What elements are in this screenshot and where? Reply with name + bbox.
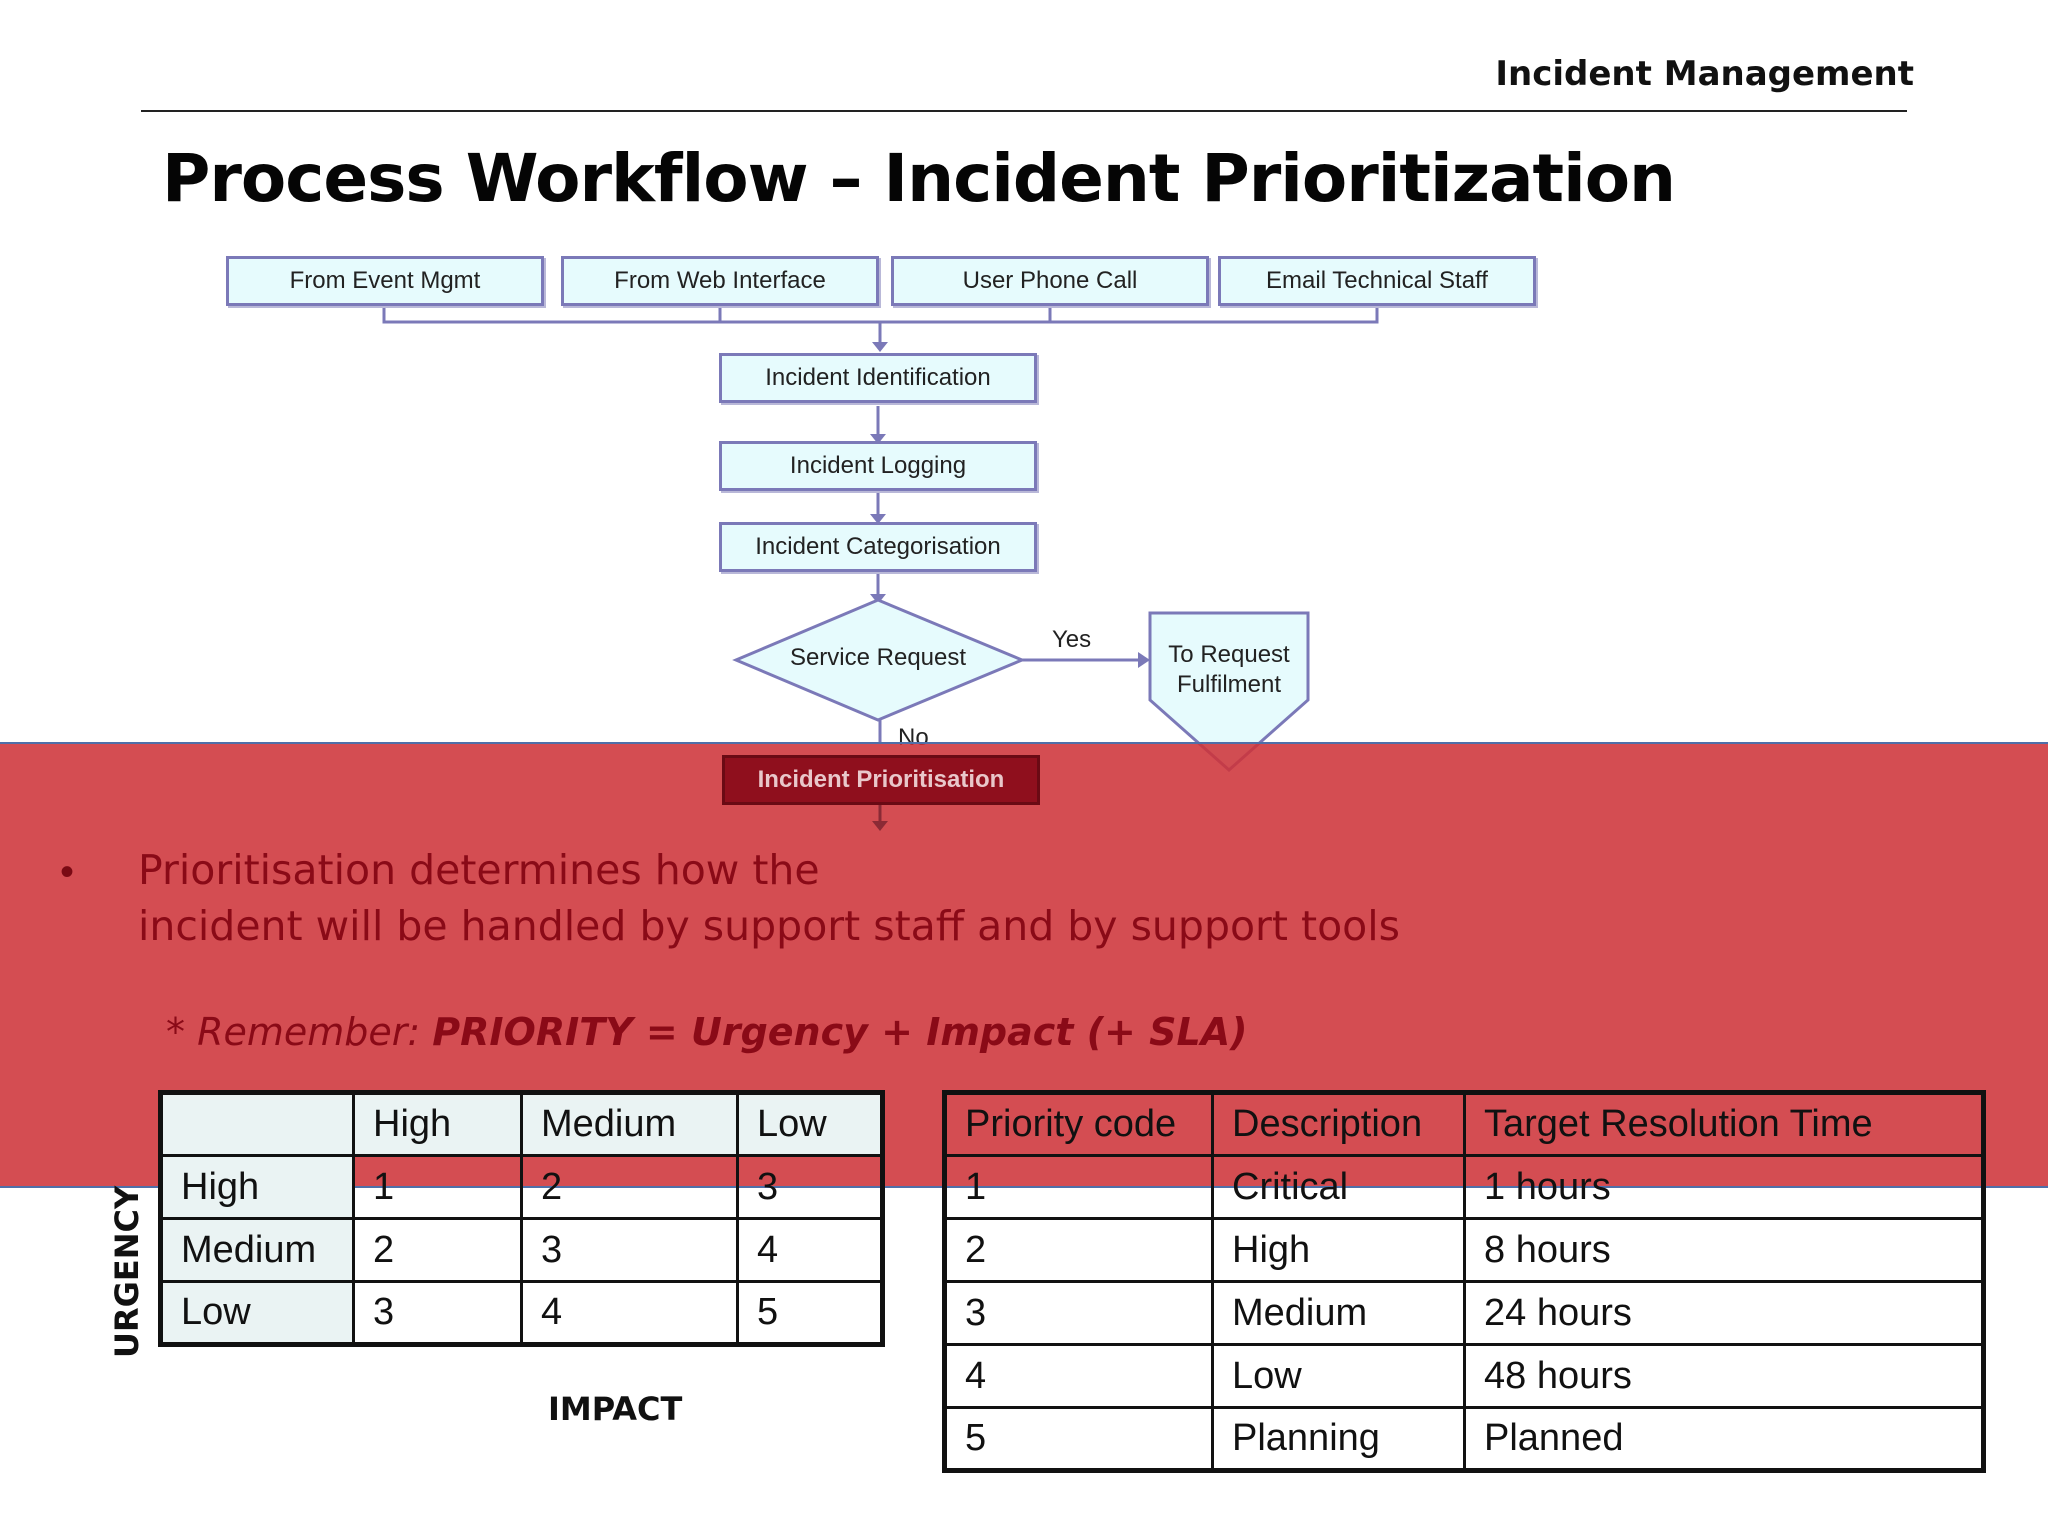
urgency-axis-label: URGENCY <box>108 1185 146 1358</box>
step-incident-identification: Incident Identification <box>719 353 1037 403</box>
matrix-cell: 1 <box>352 1154 523 1220</box>
priority-code: 5 <box>943 1406 1214 1472</box>
remember-prefix: * Remember: <box>166 1010 433 1054</box>
bullet-text: Prioritisation determines how the incide… <box>138 842 1400 954</box>
matrix-header-low: Low <box>736 1091 884 1157</box>
matrix-row-label: Low <box>159 1280 355 1346</box>
matrix-cell: 3 <box>736 1154 884 1220</box>
arrowhead-yes <box>1138 652 1150 668</box>
priority-header-code: Priority code <box>943 1091 1214 1157</box>
priority-code-table: Priority code Description Target Resolut… <box>942 1090 1986 1473</box>
matrix-cell: 3 <box>352 1280 523 1346</box>
priority-row: 1 Critical 1 hours <box>943 1154 1985 1220</box>
priority-row: 2 High 8 hours <box>943 1217 1985 1283</box>
step-incident-prioritisation: Incident Prioritisation <box>722 755 1040 805</box>
offpage-connector-line-1: To Request <box>1168 641 1290 668</box>
priority-header-resolution: Target Resolution Time <box>1463 1091 1985 1157</box>
matrix-header-high: High <box>352 1091 523 1157</box>
priority-row: 3 Medium 24 hours <box>943 1280 1985 1346</box>
priority-resolution-time: 1 hours <box>1463 1154 1985 1220</box>
impact-axis-label: IMPACT <box>548 1390 683 1428</box>
offpage-connector-label: To Request Fulfilment <box>1152 640 1306 700</box>
arrowhead-logging <box>870 434 886 444</box>
priority-description: Low <box>1211 1343 1466 1409</box>
source-email-technical-staff: Email Technical Staff <box>1218 256 1536 306</box>
matrix-header-row: High Medium Low <box>159 1091 884 1157</box>
decision-diamond <box>732 598 1026 722</box>
offpage-connector-shape <box>1148 611 1310 773</box>
priority-resolution-time: 48 hours <box>1463 1343 1985 1409</box>
source-event-mgmt: From Event Mgmt <box>226 256 544 306</box>
matrix-row: Low 3 4 5 <box>159 1280 884 1346</box>
bullet-marker: • <box>60 850 75 894</box>
slide-title: Process Workflow – Incident Prioritizati… <box>162 140 1676 217</box>
header-divider <box>141 110 1907 112</box>
source-user-phone-call: User Phone Call <box>891 256 1209 306</box>
bullet-line-2: incident will be handled by support staf… <box>138 902 1401 950</box>
priority-code: 4 <box>943 1343 1214 1409</box>
priority-code: 2 <box>943 1217 1214 1283</box>
matrix-row-label: Medium <box>159 1217 355 1283</box>
step-incident-categorisation: Incident Categorisation <box>719 522 1037 572</box>
priority-resolution-time: Planned <box>1463 1406 1985 1472</box>
matrix-row: Medium 2 3 4 <box>159 1217 884 1283</box>
matrix-row: High 1 2 3 <box>159 1154 884 1220</box>
matrix-header-medium: Medium <box>520 1091 739 1157</box>
priority-header-row: Priority code Description Target Resolut… <box>943 1091 1985 1157</box>
priority-description: Critical <box>1211 1154 1466 1220</box>
priority-code: 1 <box>943 1154 1214 1220</box>
source-web-interface: From Web Interface <box>561 256 879 306</box>
priority-header-description: Description <box>1211 1091 1466 1157</box>
priority-resolution-time: 24 hours <box>1463 1280 1985 1346</box>
matrix-cell: 2 <box>352 1217 523 1283</box>
section-header: Incident Management <box>1495 54 1914 94</box>
matrix-cell: 3 <box>520 1217 739 1283</box>
arrow-from-prioritisation <box>872 805 888 831</box>
arrowhead-identification <box>872 342 888 352</box>
priority-resolution-time: 8 hours <box>1463 1217 1985 1283</box>
matrix-cell: 5 <box>736 1280 884 1346</box>
offpage-connector-line-2: Fulfilment <box>1176 671 1282 698</box>
priority-description: Medium <box>1211 1280 1466 1346</box>
arrowhead-categorisation <box>870 514 886 524</box>
matrix-cell: 2 <box>520 1154 739 1220</box>
priority-code: 3 <box>943 1280 1214 1346</box>
matrix-cell: 4 <box>736 1217 884 1283</box>
matrix-row-label: High <box>159 1154 355 1220</box>
priority-matrix-table: High Medium Low High 1 2 3 Medium 2 3 4 … <box>158 1090 885 1347</box>
priority-row: 5 Planning Planned <box>943 1406 1985 1472</box>
step-incident-logging: Incident Logging <box>719 441 1037 491</box>
bullet-line-1: Prioritisation determines how the <box>138 846 820 894</box>
decision-yes-label: Yes <box>1052 626 1092 653</box>
matrix-corner-cell <box>159 1091 355 1157</box>
decision-label: Service Request <box>789 644 967 671</box>
priority-description: High <box>1211 1217 1466 1283</box>
priority-formula: PRIORITY = Urgency + Impact (+ SLA) <box>432 1010 1248 1054</box>
matrix-cell: 4 <box>520 1280 739 1346</box>
priority-description: Planning <box>1211 1406 1466 1472</box>
source-merge-line <box>382 306 1379 324</box>
remember-note: * Remember: PRIORITY = Urgency + Impact … <box>166 1010 1247 1054</box>
priority-row: 4 Low 48 hours <box>943 1343 1985 1409</box>
